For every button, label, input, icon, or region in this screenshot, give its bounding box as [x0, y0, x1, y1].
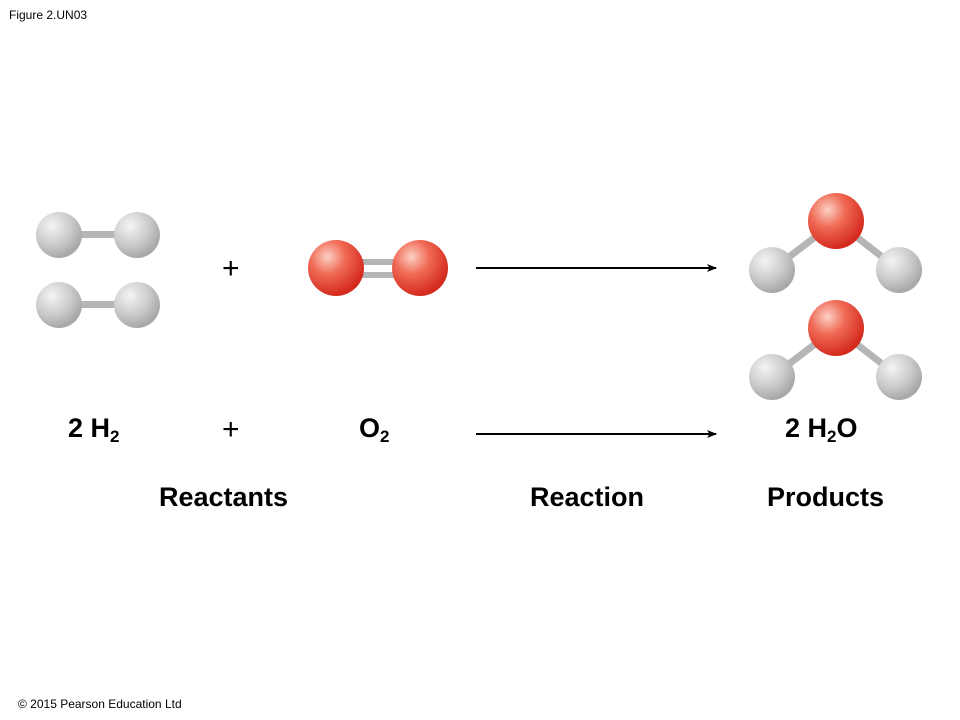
- h2-molecule: [36, 212, 160, 258]
- hydrogen-atom: [36, 212, 82, 258]
- formula-text: O: [836, 413, 858, 443]
- oxygen-atom: [392, 240, 448, 296]
- label-products: Products: [767, 482, 885, 512]
- label-reaction: Reaction: [530, 482, 645, 512]
- h2o-molecule: [749, 300, 922, 400]
- subscript: 2: [380, 427, 390, 446]
- oxygen-atom: [308, 240, 364, 296]
- formula-text: 2 H: [68, 413, 111, 443]
- formula-text: 2 H: [785, 413, 828, 443]
- subscript: 2: [110, 427, 120, 446]
- formula-2h2: 2 H2: [68, 413, 120, 446]
- hydrogen-atom: [749, 354, 795, 400]
- hydrogen-atom: [114, 282, 160, 328]
- h2o-molecule: [749, 193, 922, 293]
- formula-2h2o: 2 H2O: [785, 413, 858, 446]
- hydrogen-atom: [36, 282, 82, 328]
- hydrogen-atom: [749, 247, 795, 293]
- plus-sign: +: [222, 252, 240, 285]
- plus-sign: +: [222, 413, 240, 446]
- formula-o2: O2: [359, 413, 390, 446]
- hydrogen-atom: [876, 354, 922, 400]
- subscript: 2: [827, 427, 837, 446]
- oxygen-atom: [808, 300, 864, 356]
- o2-molecule: [308, 240, 448, 296]
- label-reactants: Reactants: [159, 482, 289, 512]
- h2-molecule: [36, 282, 160, 328]
- copyright: © 2015 Pearson Education Ltd: [18, 697, 182, 711]
- hydrogen-atom: [114, 212, 160, 258]
- hydrogen-atom: [876, 247, 922, 293]
- figure-label: Figure 2.UN03: [9, 8, 88, 22]
- oxygen-atom: [808, 193, 864, 249]
- formula-text: O: [359, 413, 381, 443]
